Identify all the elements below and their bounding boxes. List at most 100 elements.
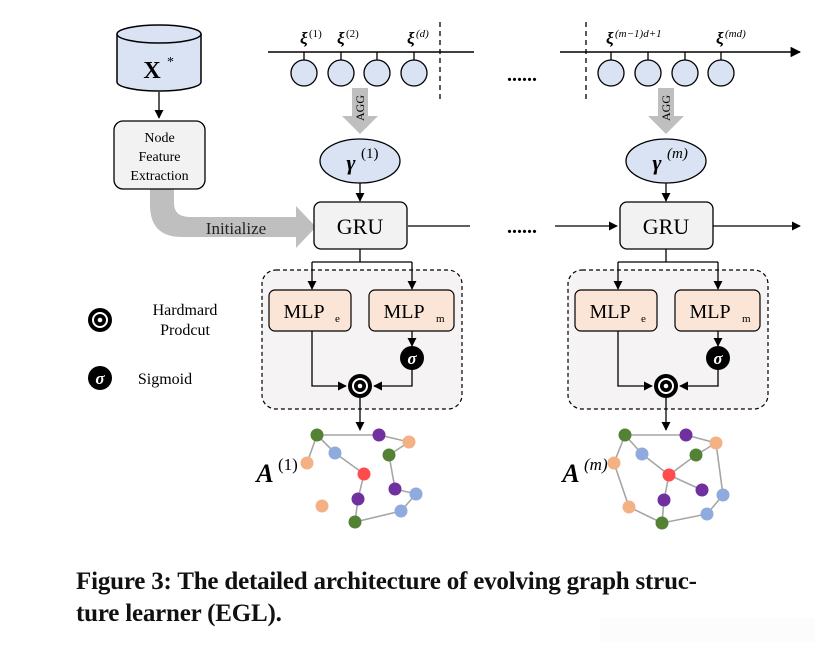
sigmoid-icon: σ (88, 366, 112, 390)
graph-node (372, 428, 386, 442)
mlp-e-subscript: e (641, 313, 646, 325)
gamma-superscript: (m) (667, 146, 688, 162)
timeline-ellipsis: ...... (507, 64, 537, 86)
sigmoid-icon (400, 346, 424, 370)
mlp-e-label: MLP (589, 301, 630, 323)
initialize-label: Initialize (206, 219, 266, 238)
graph-node (655, 516, 669, 530)
background-patch (600, 618, 815, 642)
adjacency-label: A (254, 459, 273, 488)
timeline-node (597, 59, 625, 87)
svg-text:σ: σ (95, 369, 105, 388)
evolution-block-m: AGG γ (m) GRU MLP e MLP m σA (m) (560, 88, 769, 488)
adjacency-label: A (560, 459, 579, 488)
timeline-labels-segment-1: ξ (1) ξ (2) ξ (d) (300, 28, 429, 48)
svg-text:ξ: ξ (407, 29, 415, 48)
gamma-symbol: γ (346, 150, 356, 175)
input-node-label: X (143, 58, 161, 84)
mlp-e-label: MLP (283, 301, 324, 323)
agg-label: AGG (353, 95, 367, 121)
timeline-node (290, 59, 318, 87)
graph-node (657, 493, 671, 507)
input-node-superscript: * (167, 55, 174, 70)
mlp-m-subscript: m (742, 313, 751, 325)
svg-text:ξ: ξ (606, 29, 614, 48)
graph-node (716, 488, 730, 502)
svg-text:(1): (1) (309, 28, 322, 40)
sigmoid-symbol: σ (713, 349, 723, 368)
legend-hadamard-label-line1: Hardmard (153, 302, 218, 319)
graph-node (607, 456, 621, 470)
initialize-arrow (150, 188, 316, 248)
sigmoid-icon (706, 346, 730, 370)
svg-text:(m−1)d+1: (m−1)d+1 (615, 28, 662, 40)
graph-edge (613, 462, 630, 508)
svg-text:Extraction: Extraction (130, 169, 188, 184)
node-feature-extraction-box: Node Feature Extraction (113, 120, 206, 190)
graph-node (382, 448, 396, 462)
svg-text:(md): (md) (725, 28, 746, 40)
svg-text:ξ: ξ (300, 29, 308, 48)
timeline-axis: ...... (268, 22, 802, 100)
agg-arrow (648, 88, 684, 134)
graph-node (328, 446, 342, 460)
graph-node (689, 448, 703, 462)
graph-node (409, 487, 423, 501)
graph-node (310, 428, 324, 442)
adjacency-graph-m (607, 428, 730, 530)
egl-architecture-diagram: X * Initialize Node Feature Extraction .… (88, 22, 802, 530)
agg-arrow (342, 88, 378, 134)
svg-text:ξ: ξ (337, 29, 345, 48)
svg-text:Feature: Feature (139, 150, 181, 165)
timeline-node (671, 59, 699, 87)
mlp-m-label: MLP (383, 301, 424, 323)
caption-line-1: Figure 3: The detailed architecture of e… (76, 568, 697, 595)
timeline-node (363, 59, 391, 87)
caption-line-2: ture learner (EGL). (76, 600, 282, 627)
gamma-symbol: γ (652, 150, 662, 175)
legend-hadamard-label-line2: Prodcut (160, 322, 210, 339)
graph-node (695, 483, 709, 497)
timeline-node (707, 59, 735, 87)
hadamard-product-icon (88, 308, 112, 332)
legend: Hardmard Prodcut σ Sigmoid (88, 302, 217, 390)
mlp-m-subscript: m (436, 313, 445, 325)
graph-node (348, 515, 362, 529)
hadamard-product-icon (348, 374, 372, 398)
svg-text:Node: Node (144, 131, 174, 146)
mlp-m-label: MLP (689, 301, 730, 323)
graph-node (394, 504, 408, 518)
figure-caption: Figure 3: The detailed architecture of e… (76, 566, 816, 630)
timeline-nodes (290, 52, 735, 87)
svg-text:(d): (d) (416, 28, 429, 40)
graph-node (300, 456, 314, 470)
graph-node (700, 507, 714, 521)
svg-text:ξ: ξ (716, 29, 724, 48)
legend-sigmoid-label: Sigmoid (138, 371, 192, 388)
graph-edge (661, 513, 708, 524)
graph-node (315, 499, 329, 513)
graph-edge (354, 510, 402, 523)
agg-label: AGG (659, 95, 673, 121)
hadamard-product-icon (654, 374, 678, 398)
gru-label: GRU (643, 214, 690, 239)
gamma-superscript: (1) (361, 146, 379, 162)
graph-node (679, 428, 693, 442)
gru-label: GRU (337, 214, 384, 239)
recurrence-ellipsis: ...... (507, 216, 537, 238)
timeline-node (400, 59, 428, 87)
mlp-e-subscript: e (335, 313, 340, 325)
adjacency-superscript: (m) (584, 455, 608, 474)
gamma-node (319, 138, 401, 184)
graph-node (662, 468, 676, 482)
svg-text:(2): (2) (346, 28, 359, 40)
adjacency-graph-1 (300, 428, 423, 529)
graph-edge (715, 442, 724, 496)
graph-node (622, 500, 636, 514)
graph-node (635, 447, 649, 461)
adjacency-superscript: (1) (278, 455, 298, 474)
timeline-node (327, 59, 355, 87)
graph-node (388, 482, 402, 496)
graph-node (709, 436, 723, 450)
